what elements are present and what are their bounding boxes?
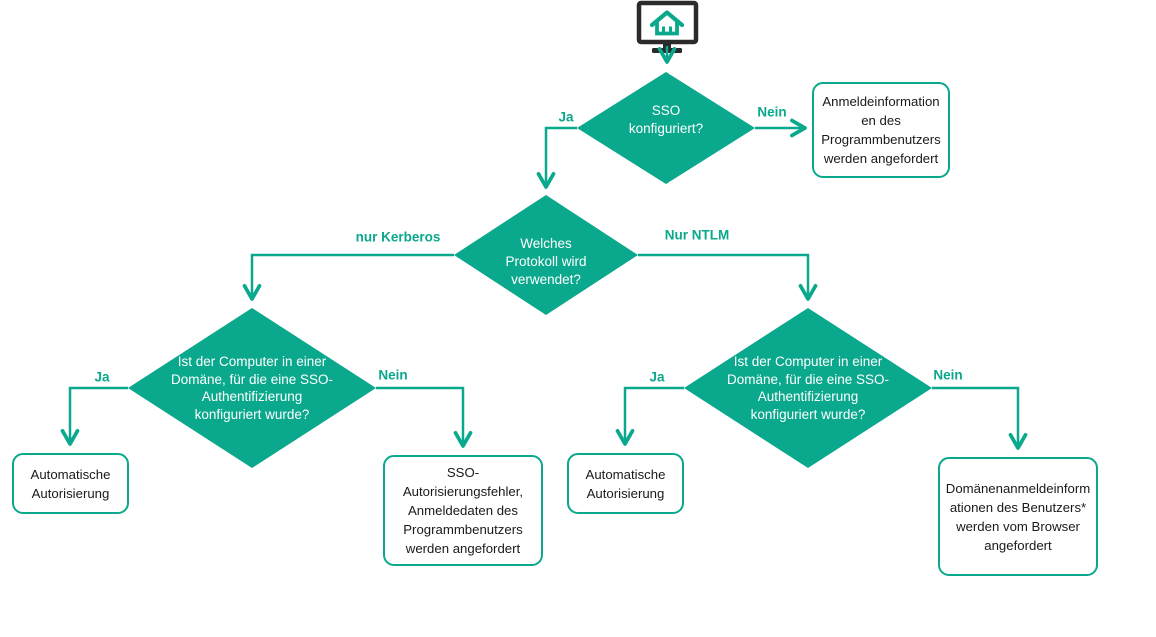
edge-label-ja-top: Ja	[558, 109, 574, 125]
home-door-lines	[662, 26, 672, 34]
edge-protocol-ntlm-to-right-domain	[638, 253, 818, 301]
edge-left-domain-ja-to-auto-auth	[60, 386, 128, 446]
decision-domain-sso-right-label: Ist der Computer in einer Domäne, für di…	[726, 354, 890, 422]
decision-sso-configured-shape	[577, 72, 755, 184]
decision-which-protocol-shape	[454, 195, 638, 315]
edge-label-ja-left: Ja	[94, 369, 110, 385]
box-program-credentials: Anmeldeinformation en des Programmbenutz…	[812, 82, 950, 178]
edge-left-domain-nein-to-sso-error	[376, 386, 473, 448]
decision-domain-sso-left-shape	[128, 308, 376, 468]
edge-label-ja-right: Ja	[649, 369, 665, 385]
decision-domain-sso-right-shape	[684, 308, 932, 468]
computer-home-icon	[636, 0, 699, 53]
edge-label-nein-right: Nein	[933, 367, 963, 383]
home-roof	[649, 10, 685, 28]
box-auto-auth-right: Automatische Autorisierung	[567, 453, 684, 514]
edge-protocol-kerberos-to-left-domain	[242, 253, 454, 301]
box-sso-error: SSO- Autorisierungsfehler, Anmeldedaten …	[383, 455, 543, 566]
decision-domain-sso-left-label: Ist der Computer in einer Domäne, für di…	[170, 354, 334, 422]
decision-sso-configured-label: SSO konfiguriert?	[628, 103, 704, 136]
edge-label-nein-top: Nein	[757, 104, 787, 120]
monitor-stand-neck	[663, 42, 671, 49]
edge-right-domain-ja-to-auto-auth	[615, 386, 684, 446]
edge-sso-ja-to-protocol	[536, 126, 577, 189]
box-domain-credentials: Domänenanmeldeinform ationen des Benutze…	[938, 457, 1098, 576]
box-auto-auth-left: Automatische Autorisierung	[12, 453, 129, 514]
edge-label-nur-ntlm: Nur NTLM	[664, 227, 730, 243]
decision-which-protocol-label: Welches Protokoll wird verwendet?	[505, 236, 587, 287]
edge-label-nein-left: Nein	[378, 367, 408, 383]
home-walls	[655, 21, 679, 36]
monitor-screen	[636, 0, 699, 45]
edge-right-domain-nein-to-domain-credentials	[932, 386, 1028, 450]
edge-label-nur-kerberos: nur Kerberos	[355, 229, 441, 245]
